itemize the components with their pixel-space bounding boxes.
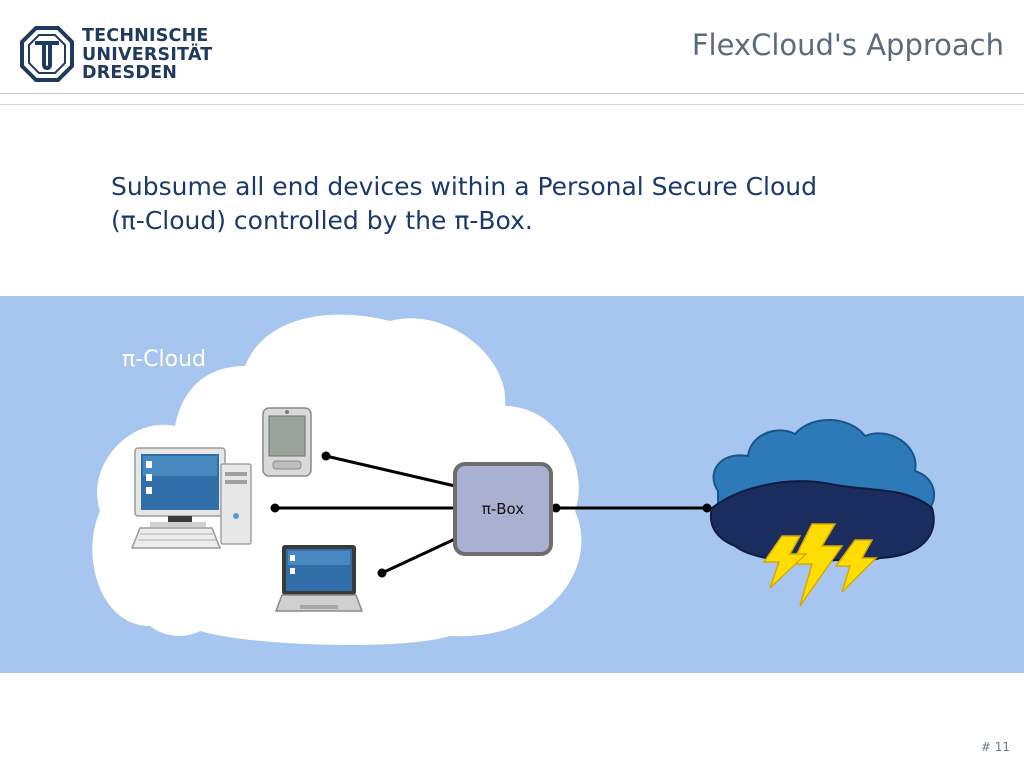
slide-subtitle: Subsume all end devices within a Persona… (111, 170, 951, 238)
storm-cloud-icon (710, 419, 936, 607)
tu-dresden-emblem-icon (20, 26, 74, 82)
pi-box-label: π-Box (481, 500, 525, 518)
slide-header: TECHNISCHE UNIVERSITÄT DRESDEN FlexCloud… (0, 0, 1024, 95)
laptop-icon (274, 545, 364, 612)
logo-line-2: UNIVERSITÄT (82, 44, 213, 65)
pda-link (325, 454, 456, 488)
lightning-bolt-icon (834, 539, 878, 593)
slide-title: FlexCloud's Approach (691, 28, 1004, 62)
subtitle-line-2: (π-Cloud) controlled by the π-Box. (111, 206, 533, 235)
header-divider-secondary (0, 104, 1024, 105)
connection-lines (275, 454, 707, 575)
subtitle-line-1: Subsume all end devices within a Persona… (111, 172, 817, 201)
pi-cloud-label: π-Cloud (122, 347, 207, 372)
pda-icon (262, 407, 312, 477)
logo-line-3: DRESDEN (82, 63, 178, 83)
tu-dresden-logo: TECHNISCHE UNIVERSITÄT DRESDEN (20, 26, 212, 86)
pi-cloud-shape (92, 314, 582, 646)
pi-cloud-diagram (92, 314, 936, 646)
pi-box (453, 462, 553, 556)
logo-wordmark: TECHNISCHE UNIVERSITÄT DRESDEN (82, 27, 212, 83)
page-number: # 11 (980, 740, 1010, 754)
connection-endpoints (270, 451, 712, 578)
laptop-link (381, 537, 456, 575)
lightning-bolt-icon (762, 535, 808, 589)
logo-line-1: TECHNISCHE (82, 26, 209, 46)
header-divider (0, 93, 1024, 94)
desktop-computer-icon (130, 447, 252, 549)
